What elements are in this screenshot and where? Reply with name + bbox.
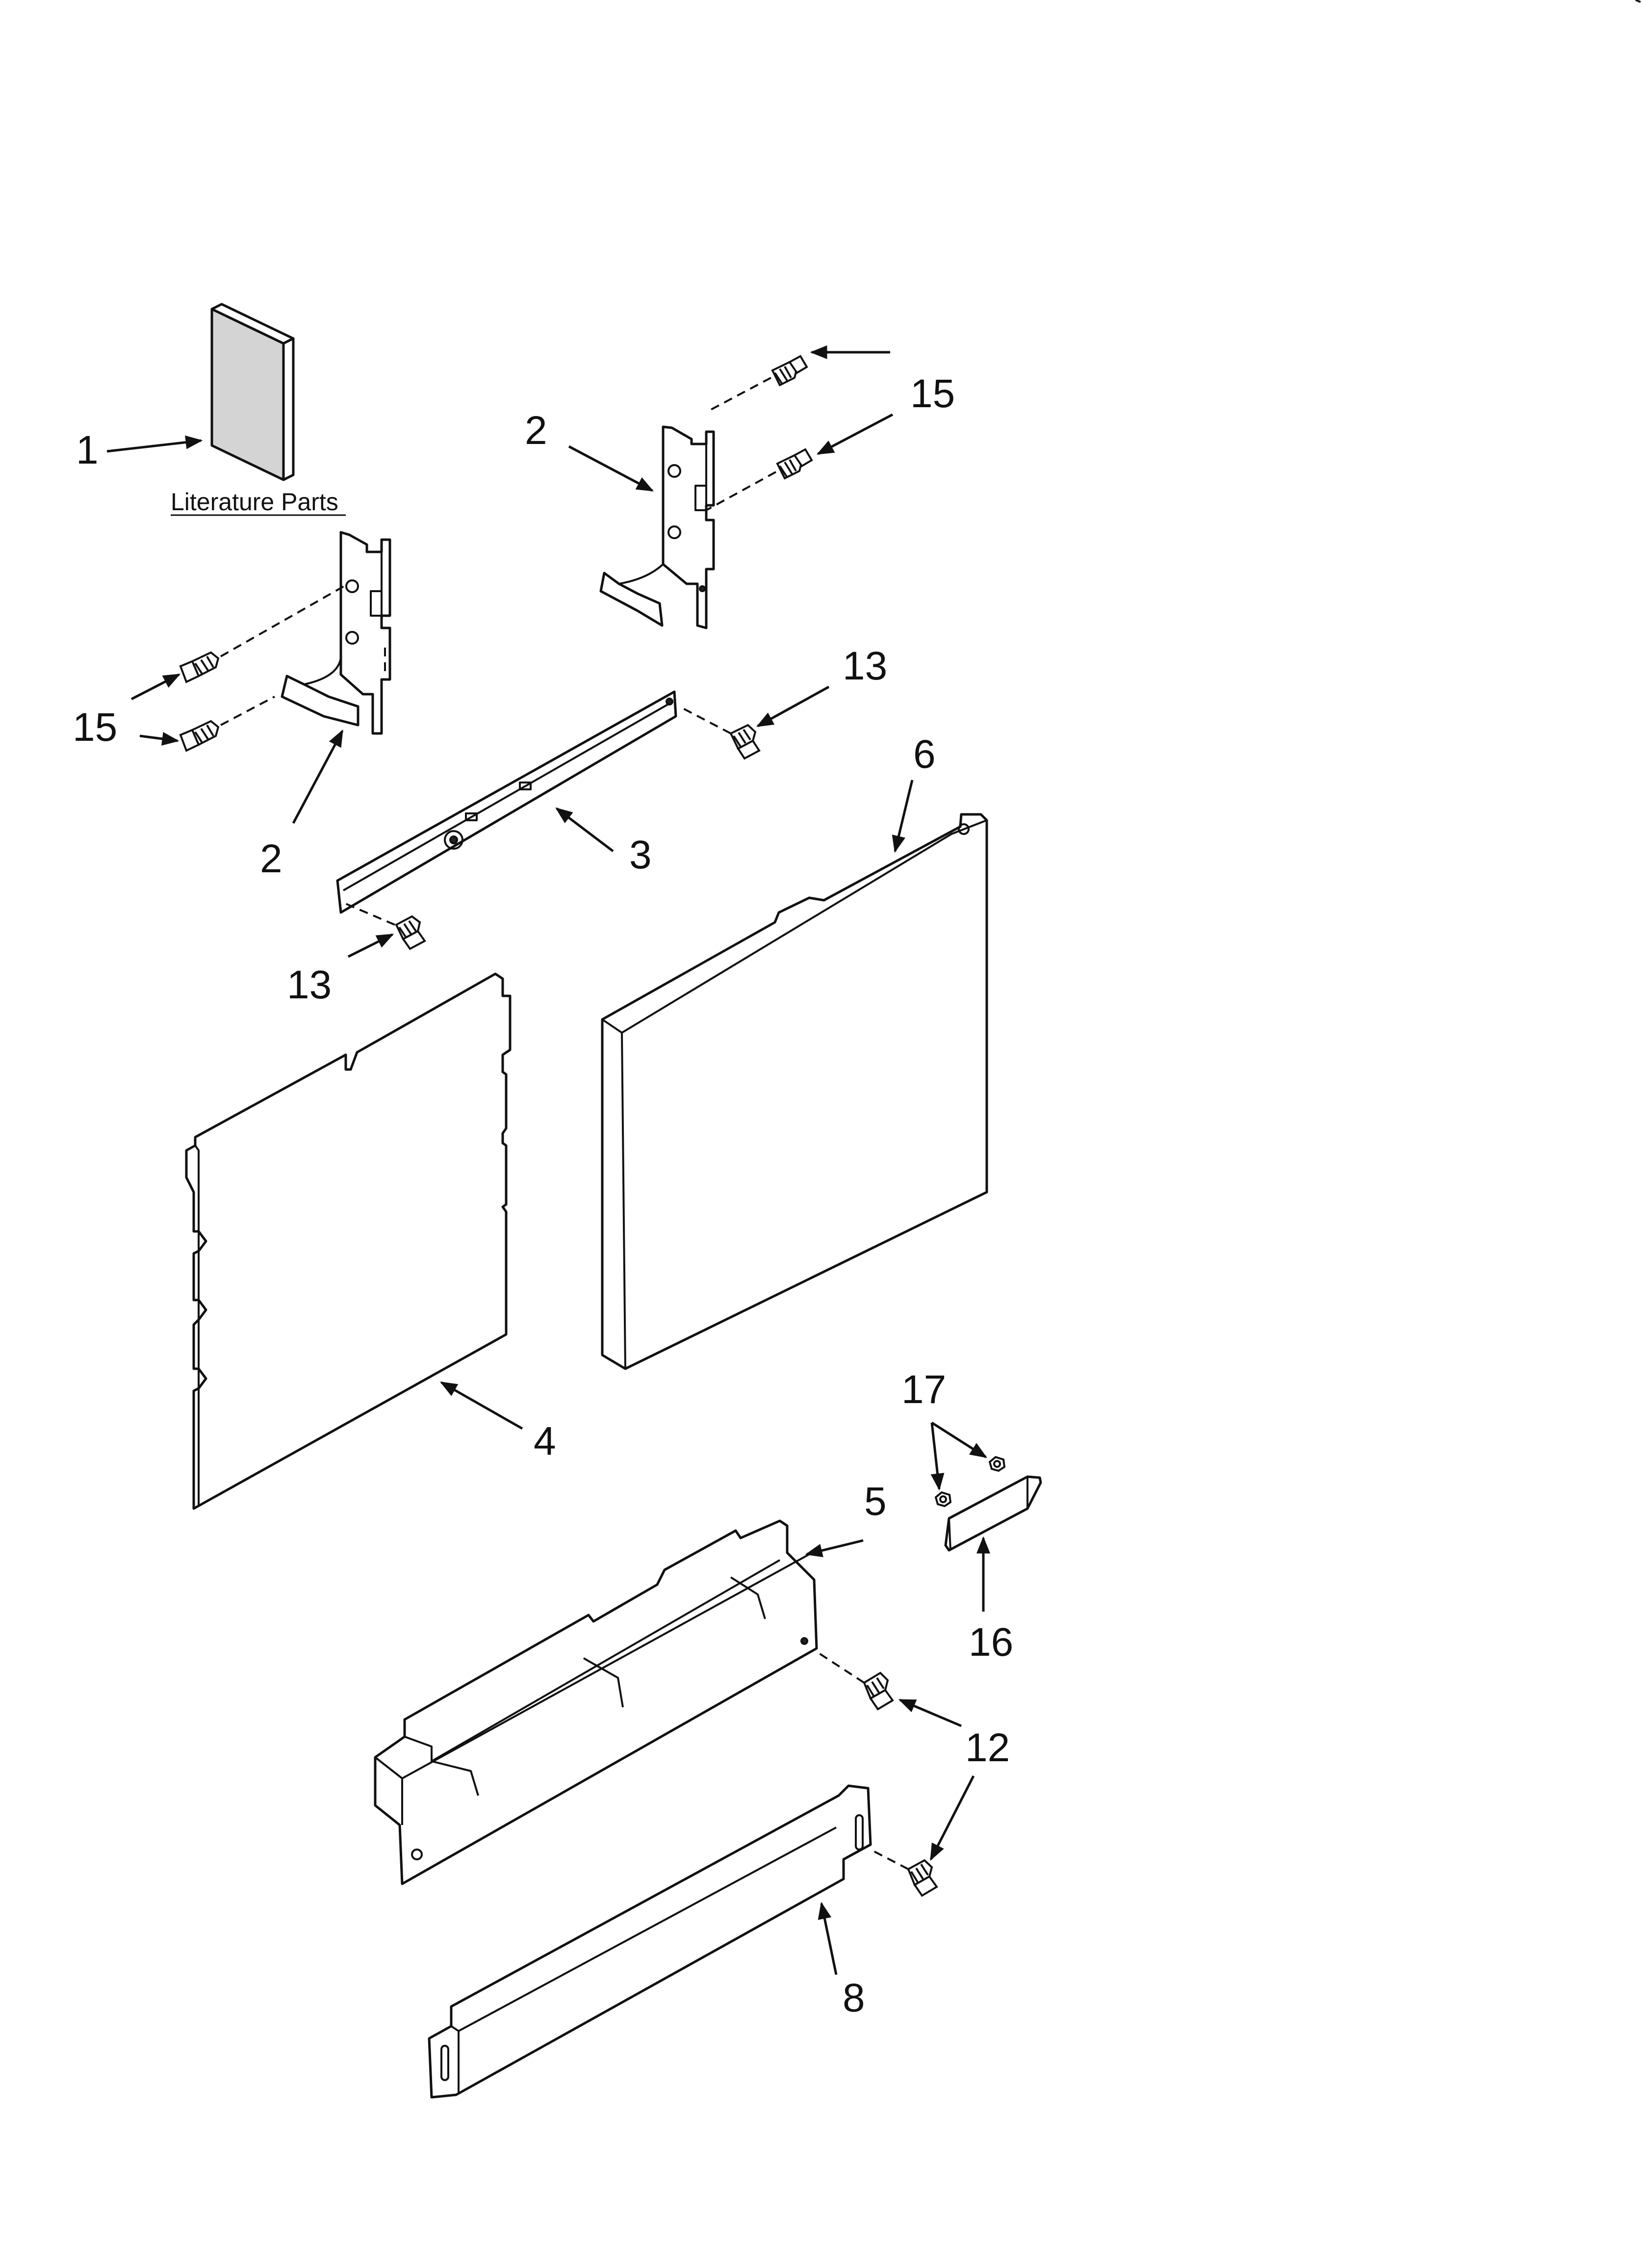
mounting-bracket-upper — [599, 425, 715, 629]
callout-15-upper: 15 — [910, 371, 955, 416]
leader-13-upper — [756, 685, 830, 728]
leader-5 — [805, 1539, 864, 1558]
side-panel — [185, 972, 512, 1510]
callout-13-lower: 13 — [287, 963, 332, 1007]
mounting-bracket-lower — [281, 531, 391, 735]
dash-15-upper-a — [706, 377, 771, 413]
dash-15-lower-b — [220, 696, 275, 726]
leader-12-upper — [898, 1698, 962, 1727]
callout-13-upper: 13 — [843, 644, 887, 688]
screw-13-lower — [395, 915, 426, 950]
corner-mark — [1635, 0, 1641, 3]
dash-12-upper — [818, 1652, 865, 1684]
callout-15-lower: 15 — [73, 705, 117, 750]
nut-17-b — [934, 1491, 952, 1508]
leader-4 — [439, 1381, 523, 1430]
screw-15-upper-a — [771, 355, 808, 387]
callout-2-lower: 2 — [260, 836, 282, 881]
screw-12-upper — [863, 1671, 894, 1711]
callout-4: 4 — [534, 1419, 556, 1463]
leader-15-upper-b — [816, 413, 894, 455]
dash-15-upper-b — [706, 471, 776, 511]
dash-13-lower — [343, 902, 395, 926]
mounting-rail — [336, 690, 677, 914]
leader-1 — [106, 435, 203, 453]
literature-parts-book — [210, 303, 295, 481]
leader-13-lower — [347, 933, 394, 958]
leader-2-lower — [292, 729, 344, 824]
leader-12-lower — [929, 1775, 975, 1861]
callout-3: 3 — [629, 833, 652, 877]
dash-12-lower — [870, 1849, 909, 1870]
screw-15-lower-a — [179, 651, 220, 683]
callout-12: 12 — [965, 1725, 1010, 1770]
leader-2-upper — [568, 445, 654, 492]
leader-8 — [818, 1902, 838, 1975]
callout-6: 6 — [913, 732, 936, 777]
dash-13-upper — [679, 705, 731, 734]
callout-17: 17 — [901, 1367, 946, 1412]
screw-12-lower — [907, 1859, 938, 1897]
screw-15-upper-b — [776, 448, 813, 480]
handle — [944, 1475, 1042, 1552]
leader-15-lower-b — [139, 732, 180, 746]
callout-2-upper: 2 — [525, 408, 547, 453]
dash-15-lower-a — [220, 583, 349, 657]
callout-8: 8 — [843, 1976, 865, 2020]
leader-17-b — [930, 1422, 945, 1491]
nut-17-a — [988, 1456, 1006, 1472]
screw-13-upper — [729, 724, 761, 760]
toe-frame — [374, 1519, 818, 1885]
callout-1: 1 — [76, 428, 99, 472]
kick-plate — [428, 1784, 872, 2099]
callout-16: 16 — [969, 1620, 1013, 1665]
leader-6 — [892, 780, 914, 853]
screw-15-lower-b — [179, 720, 220, 752]
leader-15-lower-a — [130, 673, 181, 701]
callout-5: 5 — [864, 1479, 887, 1524]
leader-3 — [555, 807, 614, 852]
literature-parts-caption: Literature Parts — [171, 488, 338, 516]
leader-17-a — [931, 1421, 987, 1459]
door-panel — [601, 813, 988, 1370]
